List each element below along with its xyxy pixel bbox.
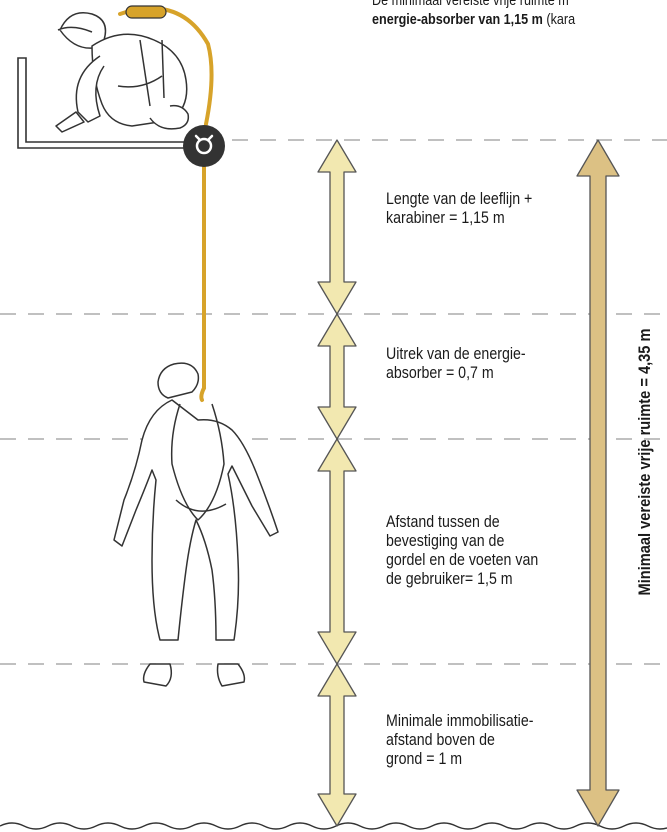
suspended-worker-figure <box>113 362 279 687</box>
segment-label-absorber: Uitrek van de energie- absorber = 0,7 m <box>386 345 526 382</box>
ground-line <box>0 822 667 830</box>
top-note-line-2: energie-absorber van 1,15 m (kara <box>372 10 667 29</box>
worker-on-ledge-figure <box>55 12 190 133</box>
top-note: De minimaal vereiste vrije ruimte m ener… <box>372 0 667 29</box>
segment-arrow-lanyard <box>317 139 357 315</box>
anchor-icon <box>183 125 225 167</box>
top-note-bold: energie-absorber van 1,15 m <box>372 11 543 28</box>
segment-arrow-harness <box>317 438 357 665</box>
total-clearance-arrow-group <box>576 139 620 827</box>
segment-label-lanyard: Lengte van de leeflijn + karabiner = 1,1… <box>386 190 533 227</box>
total-clearance-label: Minimaal vereiste vrije ruimte = 4,35 m <box>635 328 654 596</box>
energy-absorber-pack <box>125 5 167 19</box>
segment-label-clearance: Minimale immobilisatie- afstand boven de… <box>386 712 534 768</box>
segment-arrow-absorber <box>317 313 357 440</box>
top-note-rest: (kara <box>542 11 576 28</box>
top-note-line-1: De minimaal vereiste vrije ruimte m <box>372 0 569 9</box>
segment-label-harness: Afstand tussen de bevestiging van de gor… <box>386 513 539 588</box>
segment-arrow-clearance <box>317 663 357 827</box>
segment-arrows <box>317 139 357 827</box>
total-clearance-arrow <box>576 139 620 827</box>
